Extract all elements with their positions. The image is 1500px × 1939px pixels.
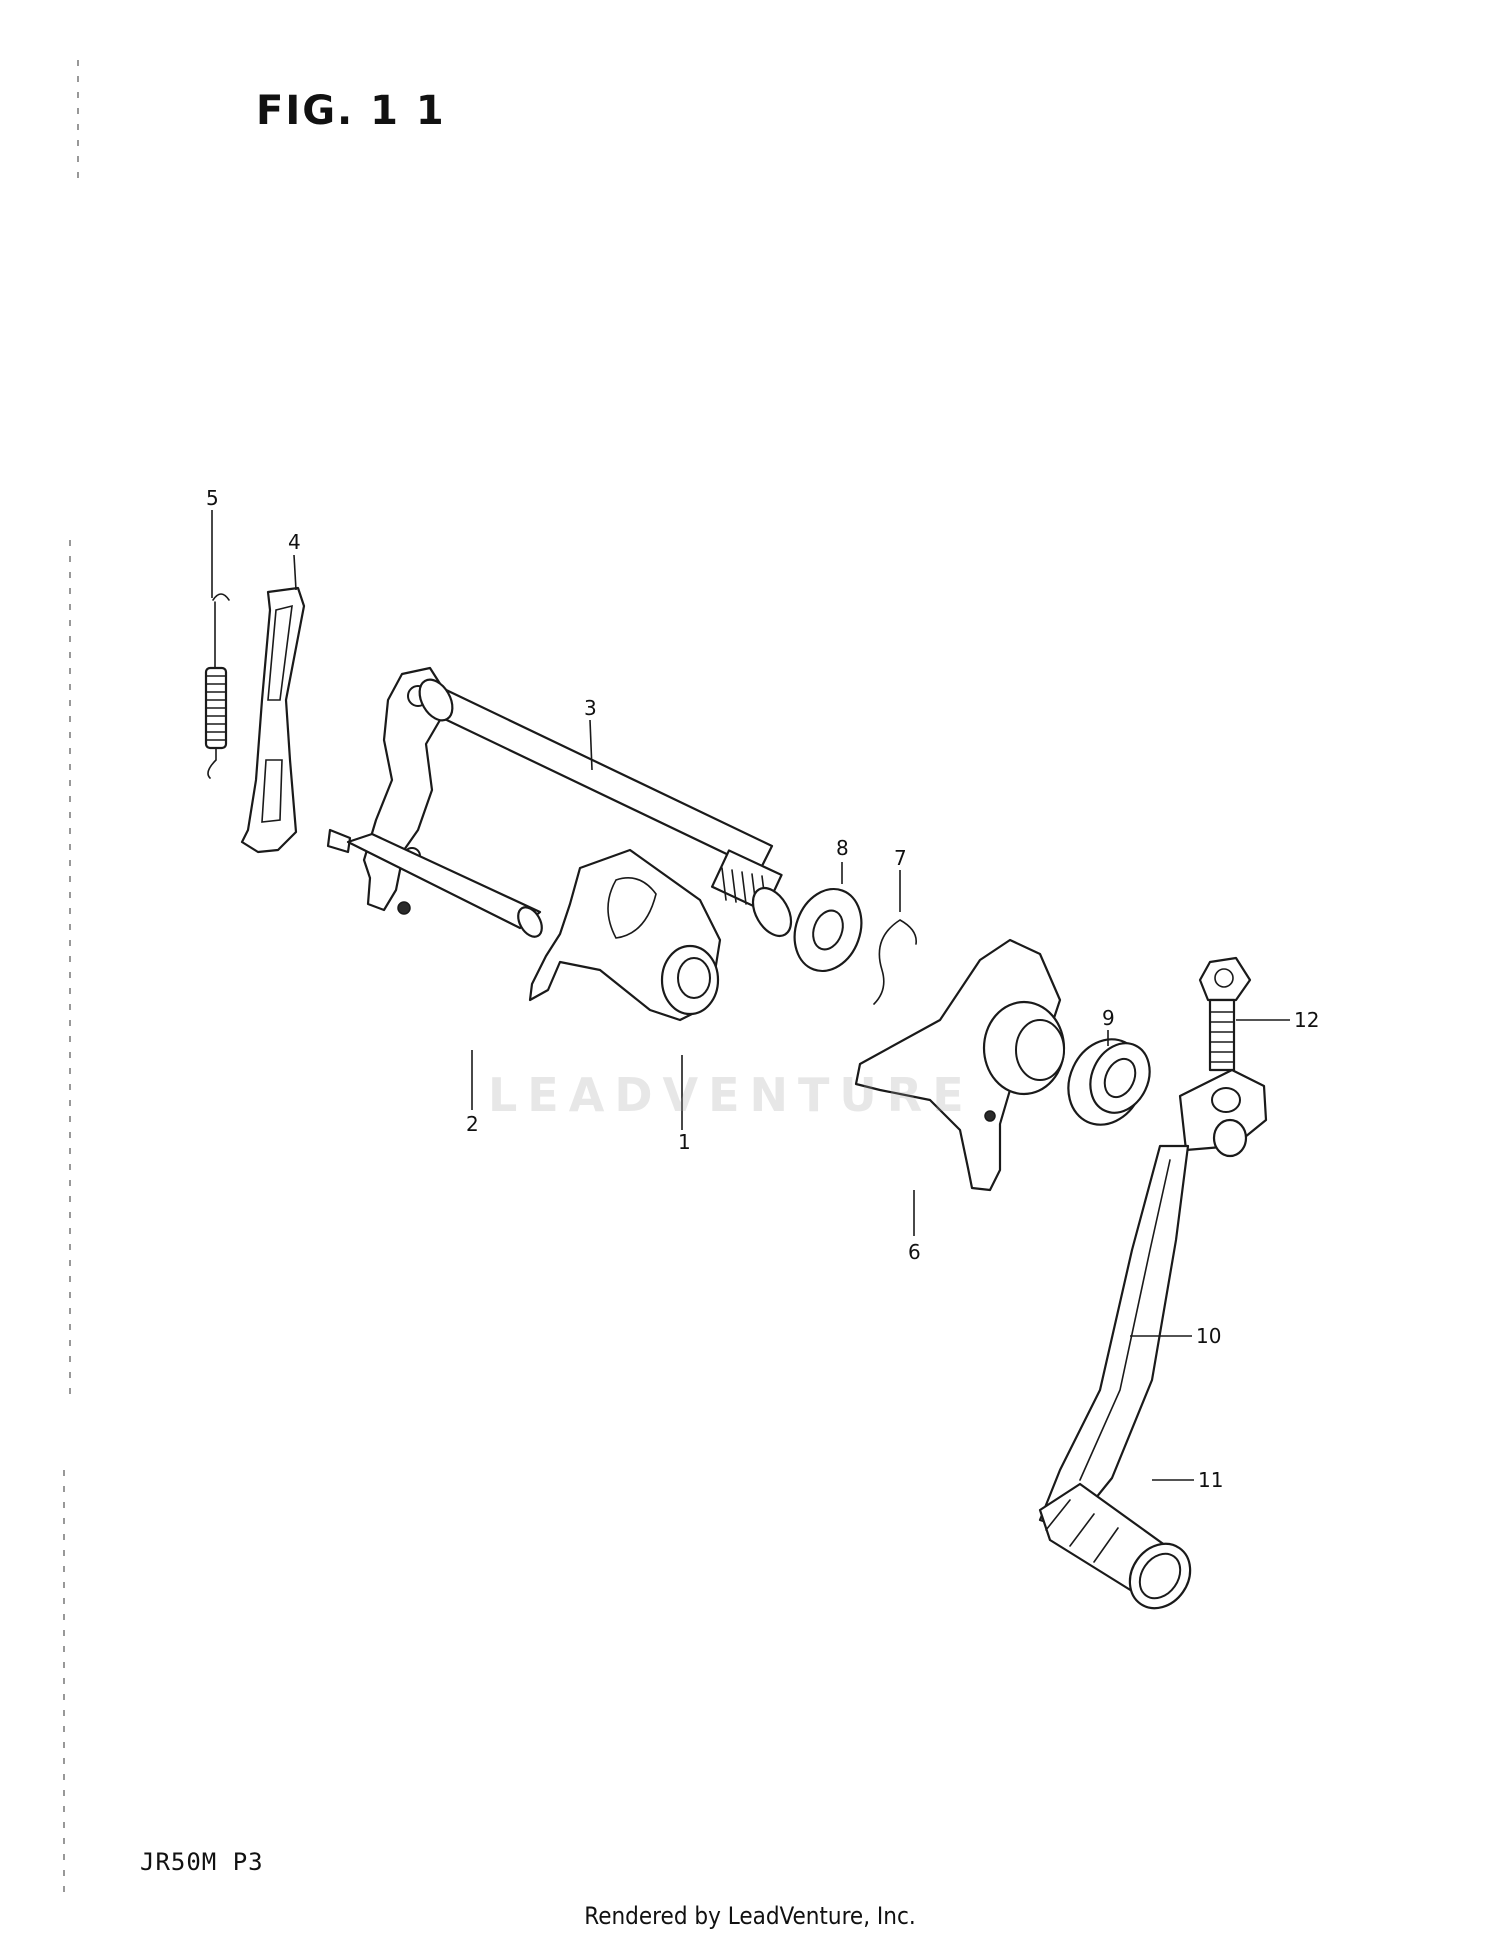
callout-12: 12: [1294, 1008, 1320, 1032]
oil-seal-part: [1067, 1038, 1151, 1126]
gearshift-pawl-shaft-part: [326, 828, 543, 938]
e-clip-part: [873, 919, 917, 1005]
callout-9: 9: [1102, 1006, 1115, 1030]
callout-7: 7: [894, 846, 907, 870]
callout-2: 2: [466, 1112, 479, 1136]
callout-11: 11: [1198, 1468, 1224, 1492]
footer-credit: Rendered by LeadVenture, Inc.: [584, 1902, 916, 1930]
callout-4: 4: [288, 530, 301, 554]
gearshift-cam-stopper-part: [528, 848, 722, 1022]
callout-6: 6: [908, 1240, 921, 1264]
gearshift-arm-plate-part: [240, 586, 306, 854]
scan-edge-marks: [63, 60, 79, 1900]
lever-rubber-part: [1038, 1482, 1192, 1610]
return-spring-part: [204, 593, 230, 779]
bolt-part: [1198, 956, 1252, 1072]
watermark: LEADVENTURE: [488, 1068, 974, 1122]
figure-title: FIG. 1 1: [256, 88, 446, 134]
callout-10: 10: [1196, 1324, 1222, 1348]
callout-3: 3: [584, 696, 597, 720]
gearshift-lever-part: [1038, 1068, 1268, 1532]
washer-part: [793, 887, 863, 973]
leader-lines: [211, 510, 1290, 1481]
shift-lever-arm-part: [854, 938, 1066, 1192]
callout-8: 8: [836, 836, 849, 860]
callout-5: 5: [206, 486, 219, 510]
model-code: JR50M P3: [140, 1848, 264, 1876]
callout-1: 1: [678, 1130, 691, 1154]
